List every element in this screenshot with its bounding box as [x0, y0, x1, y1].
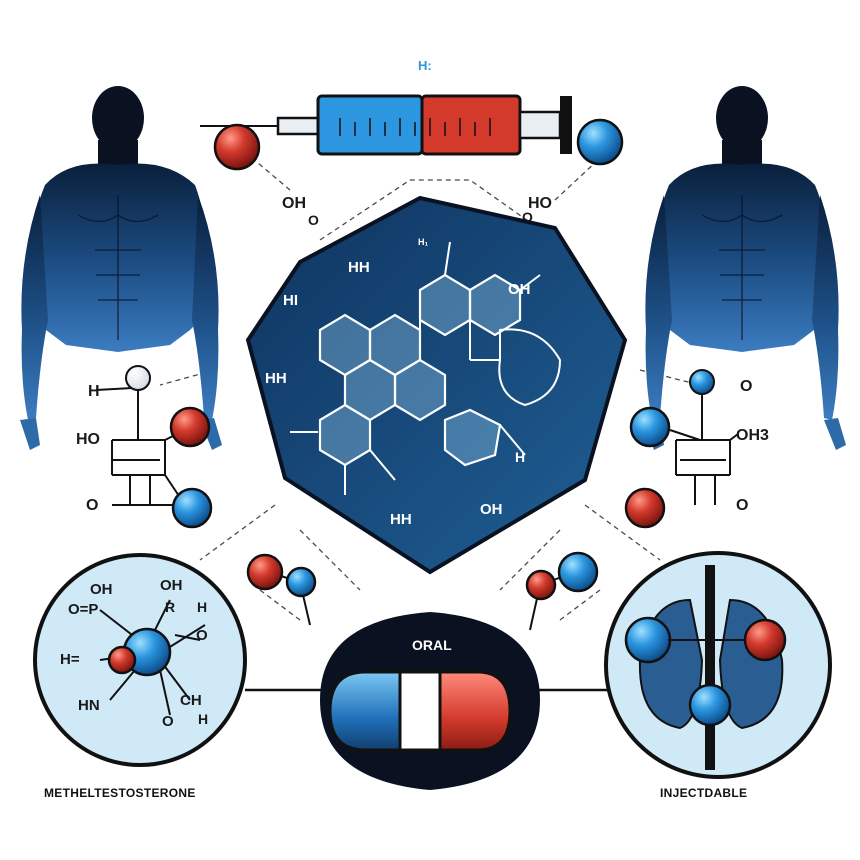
center-label-h: H	[515, 449, 525, 465]
left-circle-label-heq: H=	[60, 651, 80, 668]
left-circle-label-oh-1: OH	[90, 581, 113, 598]
center-label-hh-2: HH	[265, 370, 287, 387]
label-o-upper-right: O	[522, 209, 533, 225]
pill-label: ORAL	[412, 637, 452, 653]
caption-left: METHELTESTOSTERONE	[44, 786, 196, 800]
center-label-hh-1: HH	[348, 259, 370, 276]
left-circle-label-ch: CH	[180, 692, 202, 709]
left-circle-structure: OH OH O=P R H H= O HN CH O H	[33, 553, 247, 767]
red-atom-top-left	[213, 123, 261, 171]
left-circle-label-oh-2: OH	[160, 577, 183, 594]
syringe-icon	[200, 94, 572, 156]
center-label-small: H₁	[418, 237, 428, 247]
steroid-structure-panel: HH HI HH OH H HH OH H₁	[245, 195, 628, 575]
left-circle-label-op: O=P	[68, 601, 98, 618]
athlete-right-figure	[644, 86, 846, 450]
left-circle-label-hn: HN	[78, 697, 100, 714]
center-label-oh-1: OH	[508, 281, 531, 298]
caption-right: INJECTDABLE	[660, 786, 747, 800]
small-molecule-left	[246, 553, 317, 626]
right-label-o-2: O	[736, 497, 748, 514]
label-oh-upper-left: OH	[282, 195, 306, 212]
athlete-left-figure	[20, 86, 222, 450]
small-molecule-right	[525, 551, 599, 631]
left-label-ho: HO	[76, 431, 100, 448]
left-mid-molecule: H HO O	[76, 365, 213, 529]
capsule-icon	[328, 670, 512, 752]
right-label-oh3: OH3	[736, 427, 769, 444]
right-label-o: O	[740, 378, 752, 395]
left-circle-label-o: O	[196, 627, 208, 644]
left-circle-label-h-2: H	[198, 711, 208, 727]
left-circle-label-o-2: O	[162, 713, 174, 730]
left-label-o: O	[86, 497, 98, 514]
center-label-oh-2: OH	[480, 501, 503, 518]
center-label-hh-3: HH	[390, 511, 412, 528]
left-circle-label-r: R	[165, 599, 175, 615]
blue-atom-top-right	[576, 118, 624, 166]
left-label-h: H	[88, 383, 100, 400]
center-label-hi: HI	[283, 292, 298, 309]
label-o-upper-left: O	[308, 212, 319, 228]
label-ho-upper-right: HO	[528, 195, 552, 212]
right-circle-lungs	[604, 551, 832, 779]
left-circle-label-h: H	[197, 599, 207, 615]
oral-pill-panel: ORAL	[320, 612, 540, 790]
right-mid-molecule: O OH3 O	[624, 369, 769, 529]
top-label: H:	[418, 58, 432, 73]
